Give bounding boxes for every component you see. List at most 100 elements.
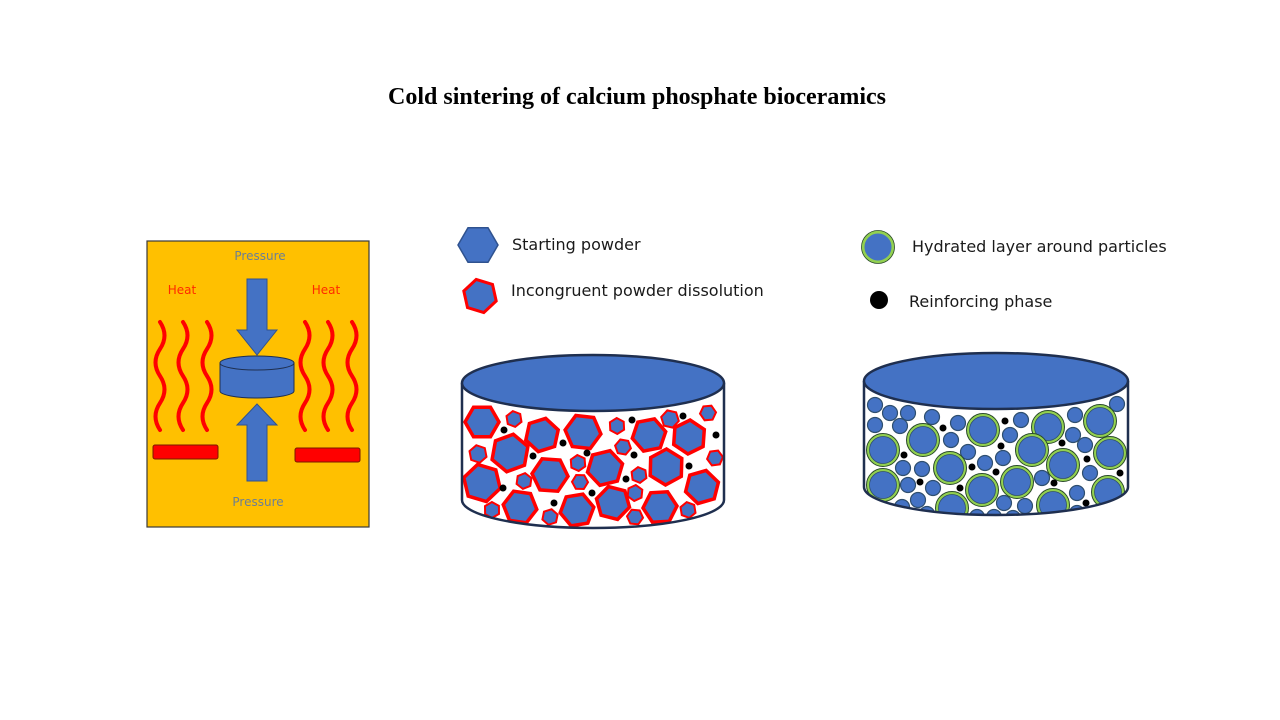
particle	[1064, 426, 1082, 444]
reinforcing-dot	[992, 468, 1000, 476]
hydrated-circle-icon	[861, 230, 895, 264]
reinforcing-dot	[622, 475, 630, 483]
dissolving-particle	[630, 465, 648, 485]
particle	[891, 417, 909, 435]
dissolving-particle	[679, 500, 697, 520]
reinforcing-dot	[900, 451, 908, 459]
particle	[1016, 497, 1034, 515]
legend-hydrated-layer: Hydrated layer around particles	[861, 230, 1167, 264]
reinforcing-dot	[712, 431, 720, 439]
dissolving-particle	[541, 508, 559, 526]
dissolving-particle	[462, 462, 503, 504]
black-dot-icon	[870, 291, 888, 309]
dissolving-particle	[640, 489, 680, 525]
dissolving-particle	[698, 404, 718, 422]
legend-label: Reinforcing phase	[909, 292, 1052, 311]
reinforcing-dot	[916, 478, 924, 486]
legend-dissolution: Incongruent powder dissolution	[462, 277, 764, 315]
reinforcing-dot	[1050, 479, 1058, 487]
reinforcing-dot	[583, 449, 591, 457]
dissolving-particle	[683, 468, 721, 506]
legend-label: Hydrated layer around particles	[912, 237, 1167, 256]
heat-waves-icon	[153, 320, 359, 432]
dissolving-particle	[705, 449, 724, 467]
particle	[899, 404, 917, 422]
legend-label: Incongruent powder dissolution	[511, 281, 764, 300]
particle	[1033, 469, 1051, 487]
particle	[913, 460, 931, 478]
dissolving-particle	[570, 473, 590, 491]
reinforcing-dot	[909, 509, 917, 515]
dissolving-particle	[626, 483, 644, 503]
dissolving-particle	[558, 492, 596, 528]
cylinder-top	[862, 351, 1130, 411]
reinforcing-dot	[679, 412, 687, 420]
reinforcing-dot	[628, 416, 636, 424]
dissolving-particle	[594, 484, 632, 522]
heater-left	[152, 444, 219, 460]
reinforcing-dot	[1001, 417, 1009, 425]
dissolving-particle	[613, 438, 633, 456]
dissolving-particle	[630, 416, 668, 454]
particle	[924, 479, 942, 497]
particle	[923, 408, 941, 426]
particle	[968, 508, 986, 515]
particle	[949, 414, 967, 432]
particle	[1012, 411, 1030, 429]
dissolving-particle	[515, 471, 533, 491]
dissolving-particle	[529, 456, 571, 494]
dissolving-particle	[505, 409, 523, 429]
particle	[1076, 436, 1094, 454]
heat-wave	[345, 320, 359, 432]
reinforcing-dot	[1083, 455, 1091, 463]
particle	[1004, 509, 1022, 515]
red-hexagon-icon	[462, 277, 498, 315]
reinforcing-dot	[956, 484, 964, 492]
reinforcing-dot	[529, 452, 537, 460]
reinforcing-dot	[968, 463, 976, 471]
reinforcing-dot	[1116, 469, 1124, 477]
particle	[881, 404, 899, 422]
reinforcing-dot	[630, 451, 638, 459]
reinforcing-dot	[559, 439, 567, 447]
particle	[1001, 426, 1019, 444]
particle	[866, 416, 884, 434]
diagram-title: Cold sintering of calcium phosphate bioc…	[388, 84, 886, 110]
particle	[995, 494, 1013, 512]
reinforcing-dot	[499, 484, 507, 492]
reinforcing-dot	[588, 489, 596, 497]
dissolving-particle	[563, 413, 603, 451]
particle	[866, 396, 884, 414]
dissolving-particle	[468, 444, 488, 464]
dissolving-particle	[585, 448, 625, 488]
legend-label: Starting powder	[512, 235, 641, 254]
legend-reinforcing-phase: Reinforcing phase	[870, 291, 1052, 311]
particle	[976, 454, 994, 472]
particle	[942, 431, 960, 449]
reinforcing-dot	[997, 442, 1005, 450]
reinforcing-dot	[939, 424, 947, 432]
particle	[985, 508, 1003, 515]
hexagon-icon	[457, 226, 499, 264]
particle	[894, 459, 912, 477]
reinforcing-dot	[500, 426, 508, 434]
particle	[994, 449, 1012, 467]
particle	[918, 505, 936, 515]
dissolving-particle	[625, 508, 645, 526]
heat-right-label: Heat	[312, 283, 341, 297]
dissolving-particle	[608, 416, 626, 436]
heat-wave	[153, 320, 167, 432]
particle	[1068, 484, 1086, 502]
reinforcing-dot	[550, 499, 558, 507]
reinforcing-dot	[1058, 439, 1066, 447]
cylinder-dissolution	[460, 353, 726, 530]
heat-left-label: Heat	[168, 283, 197, 297]
particle	[1081, 464, 1099, 482]
pressure-bottom-label: Pressure	[232, 495, 283, 509]
dissolving-particle	[660, 409, 680, 429]
heater-right	[294, 447, 361, 463]
dissolving-particle	[523, 416, 561, 454]
sample-cylinder-icon	[219, 355, 295, 399]
cylinder-hydrated	[862, 351, 1130, 517]
